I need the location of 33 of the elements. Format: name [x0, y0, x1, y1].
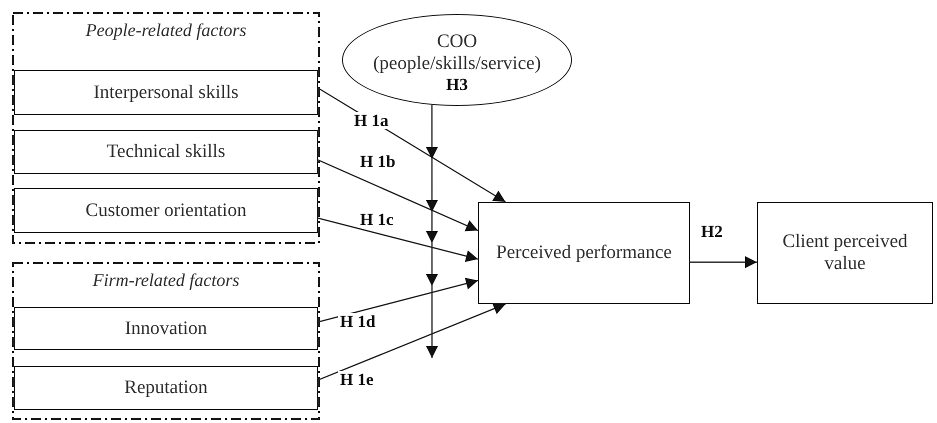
group-frame	[12, 12, 320, 244]
construct-box	[14, 188, 318, 233]
arrow	[318, 302, 506, 381]
moderator-ellipse	[342, 14, 572, 106]
node-text: Perceived performance	[496, 242, 672, 264]
edge-label: H2	[699, 223, 725, 240]
hypothesis-label: H3	[446, 74, 468, 94]
node-text: Technical skills	[106, 141, 226, 163]
arrow	[318, 278, 478, 323]
moderation-arrow	[426, 104, 438, 358]
edge-label: H 1b	[358, 153, 398, 170]
construct-box	[14, 307, 318, 350]
construct-box	[478, 202, 690, 304]
group-title: Firm-related factors	[92, 270, 240, 291]
edge-label: H 1e	[338, 371, 376, 388]
node-text: Innovation	[124, 318, 208, 340]
arrow	[318, 218, 478, 262]
arrow	[318, 159, 478, 232]
node-text: Customer orientation	[86, 200, 246, 222]
group-frame	[12, 262, 320, 420]
edge-label: H 1a	[352, 112, 390, 129]
construct-box	[757, 202, 933, 304]
node-text: COO (people/skills/service)	[372, 31, 542, 75]
edge-label: H 1d	[338, 313, 378, 330]
construct-box	[14, 366, 318, 410]
edge-label: H 1c	[358, 211, 396, 228]
construct-box	[14, 70, 318, 115]
node-text: Reputation	[124, 377, 208, 399]
group-title: People-related factors	[84, 20, 248, 41]
construct-box	[14, 130, 318, 174]
arrow	[690, 256, 757, 268]
node-text: Client perceived value	[781, 231, 909, 275]
node-text: Interpersonal skills	[93, 82, 239, 104]
